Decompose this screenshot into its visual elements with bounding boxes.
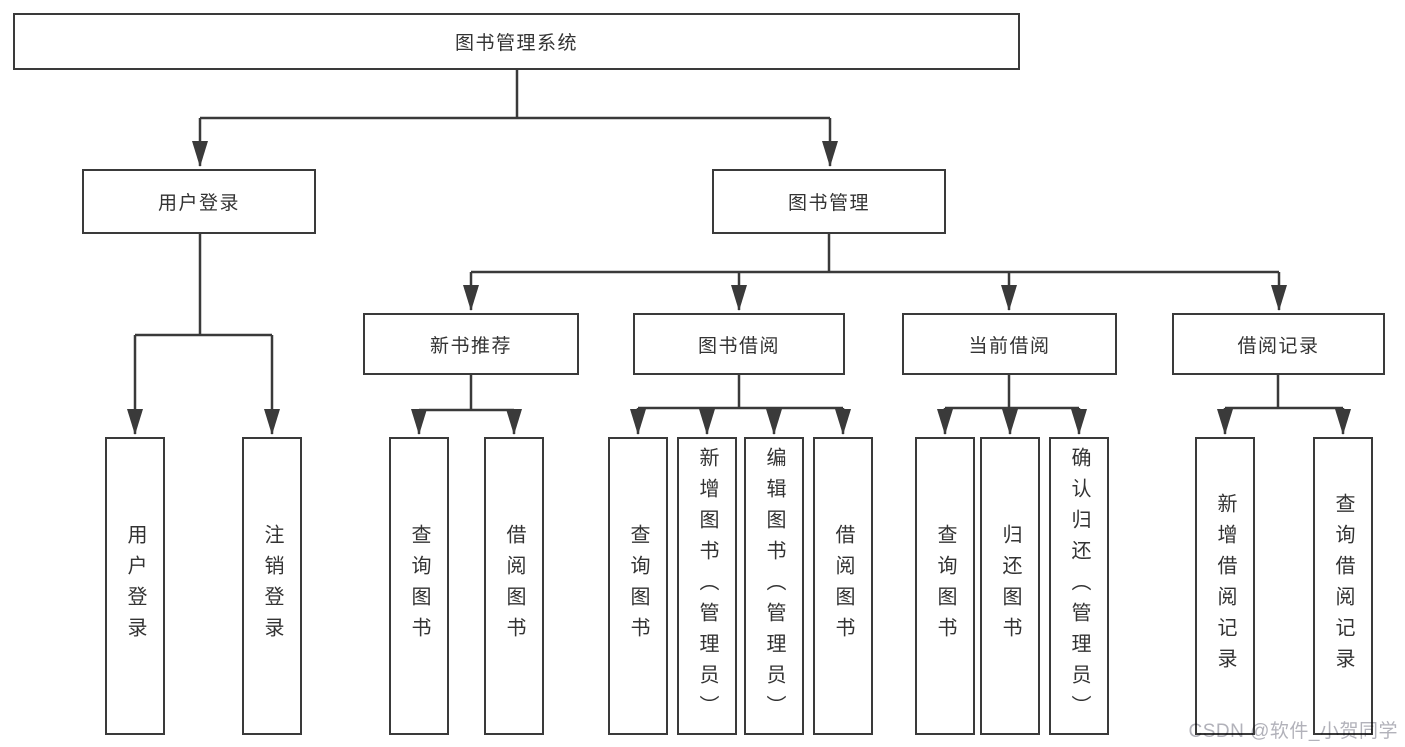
- leaf-br-add-record: 新增借阅记录: [1195, 437, 1255, 735]
- trunk-current-borrow: [945, 375, 1079, 410]
- leaf-cb-return-books: 归还图书: [980, 437, 1040, 735]
- trunk-root: [200, 70, 830, 120]
- node-current-borrowing-label: 当前借阅: [968, 335, 1051, 357]
- leaf-nbr-query-books-label: 查询图书: [408, 524, 430, 648]
- leaf-bb-query-books: 查询图书: [608, 437, 668, 735]
- node-book-management: 图书管理: [712, 169, 946, 234]
- leaf-cb-confirm-return-admin: 确认归还（管理员）: [1049, 437, 1109, 735]
- node-user-login-group-label: 用户登录: [157, 193, 240, 214]
- trunk-borrow-records: [1225, 375, 1343, 410]
- node-root-label: 图书管理系统: [454, 33, 578, 54]
- leaf-logout: 注销登录: [242, 437, 302, 735]
- leaf-bb-borrow-books: 借阅图书: [813, 437, 873, 735]
- trunk-book-management: [471, 234, 1279, 274]
- leaf-nbr-borrow-books-label: 借阅图书: [503, 524, 525, 648]
- node-current-borrowing: 当前借阅: [902, 313, 1117, 375]
- node-book-borrowing: 图书借阅: [633, 313, 845, 375]
- node-user-login-group: 用户登录: [82, 169, 316, 234]
- leaf-user-login: 用户登录: [105, 437, 165, 735]
- node-new-book-recommendation-label: 新书推荐: [429, 335, 512, 357]
- leaf-bb-query-books-label: 查询图书: [627, 524, 649, 648]
- trunk-new-book-rec: [419, 375, 514, 412]
- leaf-cb-query-books-label: 查询图书: [934, 524, 956, 648]
- leaf-cb-query-books: 查询图书: [915, 437, 975, 735]
- trunk-book-borrow: [638, 375, 843, 410]
- node-root-library-management-system: 图书管理系统: [13, 13, 1020, 70]
- leaf-br-query-record-label: 查询借阅记录: [1332, 493, 1354, 679]
- trunk-user-login: [135, 234, 272, 337]
- leaf-bb-add-books-admin: 新增图书（管理员）: [677, 437, 737, 735]
- leaf-bb-edit-books-admin: 编辑图书（管理员）: [744, 437, 804, 735]
- leaf-cb-return-books-label: 归还图书: [999, 524, 1021, 648]
- leaf-cb-confirm-return-admin-label: 确认归还（管理员）: [1068, 446, 1090, 726]
- leaf-user-login-label: 用户登录: [124, 524, 146, 648]
- leaf-bb-add-books-admin-label: 新增图书（管理员）: [696, 446, 718, 726]
- leaf-nbr-query-books: 查询图书: [389, 437, 449, 735]
- leaf-br-add-record-label: 新增借阅记录: [1214, 493, 1236, 679]
- leaf-bb-edit-books-admin-label: 编辑图书（管理员）: [763, 446, 785, 726]
- node-borrowing-records: 借阅记录: [1172, 313, 1385, 375]
- node-book-management-label: 图书管理: [787, 193, 870, 214]
- csdn-watermark: CSDN @软件_小贺同学: [1188, 721, 1398, 742]
- leaf-nbr-borrow-books: 借阅图书: [484, 437, 544, 735]
- leaf-br-query-record: 查询借阅记录: [1313, 437, 1373, 735]
- leaf-logout-label: 注销登录: [261, 524, 283, 648]
- node-book-borrowing-label: 图书借阅: [697, 335, 780, 357]
- node-new-book-recommendation: 新书推荐: [363, 313, 579, 375]
- node-borrowing-records-label: 借阅记录: [1237, 335, 1320, 357]
- leaf-bb-borrow-books-label: 借阅图书: [832, 524, 854, 648]
